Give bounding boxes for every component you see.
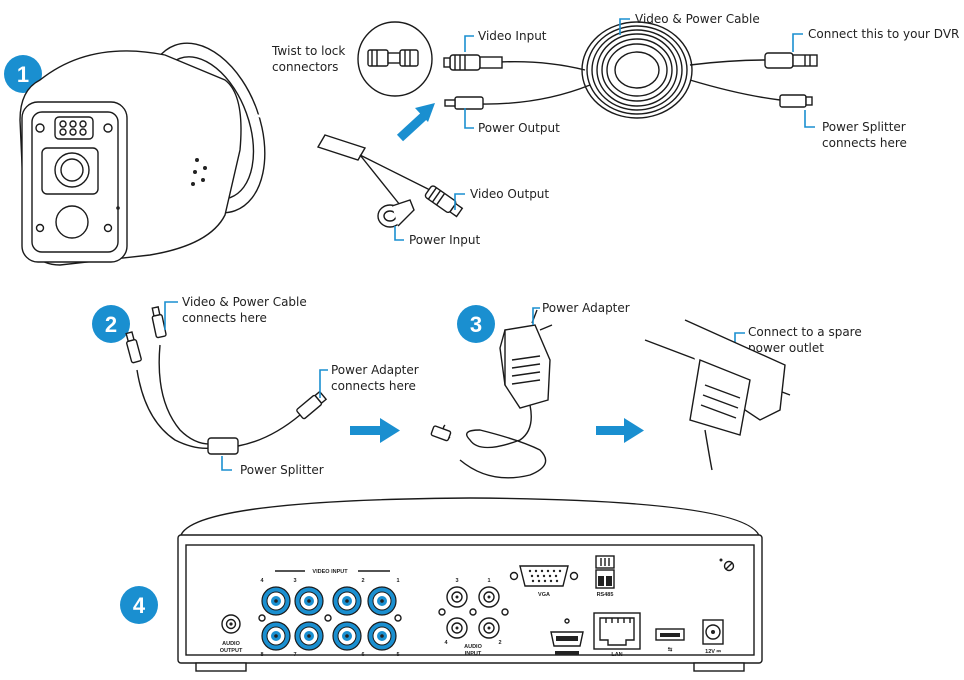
ground-screw-icon bbox=[719, 558, 735, 572]
s3-outlet-label-line1: Connect to a spare bbox=[748, 325, 862, 339]
s2-adapter-label-line1: Power Adapter bbox=[331, 363, 419, 377]
step-1-number: 1 bbox=[17, 62, 29, 87]
step2-callouts bbox=[164, 301, 328, 471]
audio-output-label-1: AUDIO bbox=[222, 641, 240, 647]
dvr-illustration: AUDIO OUTPUT VIDEO INPUT 4 3 2 1 8 7 6 5 bbox=[177, 497, 763, 672]
audio-output-label-2: OUTPUT bbox=[220, 648, 243, 654]
vga-port: VGA bbox=[509, 565, 579, 598]
audio-num-2: 2 bbox=[498, 640, 501, 646]
power-label: 12V ⎓ bbox=[705, 649, 721, 655]
video-input-label: Video Input bbox=[478, 29, 547, 43]
hdmi-port bbox=[550, 618, 584, 655]
splitter-label-line1: Power Splitter bbox=[822, 120, 906, 134]
power-splitter-illustration bbox=[125, 306, 328, 455]
camera-illustration bbox=[19, 42, 464, 266]
power-adapter-illustration bbox=[430, 309, 553, 479]
s2-adapter-label-line2: connects here bbox=[331, 379, 416, 393]
right-arrow-icon-2 bbox=[596, 418, 644, 443]
bnc-port-7 bbox=[294, 621, 324, 651]
step-2-number: 2 bbox=[105, 312, 117, 337]
power-output-label: Power Output bbox=[478, 121, 560, 135]
bnc-port-3 bbox=[294, 586, 324, 616]
audio-num-3: 3 bbox=[455, 578, 458, 584]
rs485-port: RS485 bbox=[595, 555, 615, 598]
bnc-port-2 bbox=[332, 586, 362, 616]
right-arrow-icon bbox=[350, 418, 400, 443]
video-input-ports bbox=[258, 586, 402, 651]
audio-num-1: 1 bbox=[487, 578, 490, 584]
usb-port: ⇆ bbox=[655, 628, 685, 653]
step-4-number: 4 bbox=[133, 593, 146, 618]
step-2-badge: 2 bbox=[92, 305, 130, 343]
step-3-number: 3 bbox=[470, 312, 482, 337]
s3-adapter-label: Power Adapter bbox=[542, 301, 630, 315]
lan-port: LAN bbox=[593, 612, 641, 658]
bnc-port-8 bbox=[261, 621, 291, 651]
audio-num-4: 4 bbox=[444, 640, 448, 646]
vga-label: VGA bbox=[538, 592, 550, 598]
s3-outlet-label-line2: power outlet bbox=[748, 341, 824, 355]
cable-label: Video & Power Cable bbox=[635, 12, 760, 26]
twist-label-line1: Twist to lock bbox=[271, 44, 345, 58]
bnc-port-6 bbox=[332, 621, 362, 651]
bnc-port-5 bbox=[367, 621, 397, 651]
twist-lock-detail bbox=[357, 21, 433, 97]
s2-cable-label-line1: Video & Power Cable bbox=[182, 295, 307, 309]
twist-label-line2: connectors bbox=[272, 60, 338, 74]
step-3-badge: 3 bbox=[457, 305, 495, 343]
bnc-port-1 bbox=[367, 586, 397, 616]
port-num-8: 8 bbox=[260, 652, 263, 658]
audio-input-label-1: AUDIO bbox=[464, 644, 482, 650]
direction-arrow-icon bbox=[396, 103, 435, 142]
dc-power-port: 12V ⎓ bbox=[702, 619, 724, 655]
splitter-label-line2: connects here bbox=[822, 136, 907, 150]
lan-label: LAN bbox=[611, 652, 622, 658]
bnc-port-4 bbox=[261, 586, 291, 616]
port-num-7: 7 bbox=[293, 652, 296, 658]
rs485-label: RS485 bbox=[597, 592, 614, 598]
port-num-1: 1 bbox=[396, 578, 399, 584]
step1-callouts bbox=[394, 18, 815, 241]
power-input-label: Power Input bbox=[409, 233, 480, 247]
port-num-5: 5 bbox=[396, 652, 399, 658]
audio-input-label-2: INPUT bbox=[465, 651, 482, 657]
port-num-6: 6 bbox=[361, 652, 364, 658]
port-num-4: 4 bbox=[260, 578, 264, 584]
connect-dvr-label: Connect this to your DVR bbox=[808, 27, 959, 41]
video-input-panel-label: VIDEO INPUT bbox=[312, 569, 348, 575]
port-num-3: 3 bbox=[293, 578, 296, 584]
port-num-2: 2 bbox=[361, 578, 364, 584]
s2-cable-label-line2: connects here bbox=[182, 311, 267, 325]
step-1-badge: 1 bbox=[4, 55, 42, 93]
step-4-badge: 4 bbox=[120, 586, 158, 624]
video-output-label: Video Output bbox=[470, 187, 549, 201]
usb-icon: ⇆ bbox=[668, 645, 673, 653]
s2-splitter-label: Power Splitter bbox=[240, 463, 324, 477]
wall-outlet-illustration bbox=[644, 319, 791, 471]
cable-coil bbox=[443, 21, 818, 119]
audio-input-ports: 3 1 4 2 AUDIO INPUT bbox=[438, 578, 509, 657]
